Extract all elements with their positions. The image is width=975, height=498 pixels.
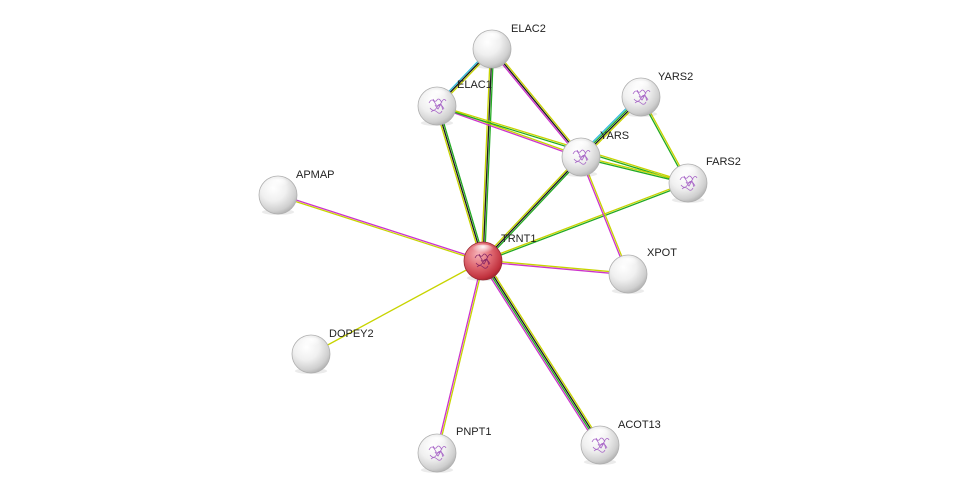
node-label-fars2: FARS2: [706, 156, 741, 168]
edge-evidence-line: [277, 193, 484, 261]
node-label-elac1: ELAC1: [457, 79, 492, 91]
edge-trnt1-fars2[interactable]: [482, 181, 689, 263]
node-fars2[interactable]: [668, 163, 708, 203]
edge-evidence-line: [483, 157, 583, 263]
node-highlight: [425, 89, 449, 102]
node-highlight: [425, 436, 449, 449]
node-highlight: [266, 178, 290, 191]
edge-evidence-line: [482, 261, 629, 276]
edge-evidence-line: [482, 48, 493, 262]
edge-trnt1-pnpt1[interactable]: [435, 260, 485, 454]
edge-evidence-line: [436, 104, 689, 183]
node-dopey2[interactable]: [291, 334, 331, 374]
node-label-apmap: APMAP: [296, 169, 335, 181]
node-label-pnpt1: PNPT1: [456, 426, 491, 438]
edge-evidence-line: [490, 49, 581, 159]
edge-evidence-line: [436, 106, 582, 159]
node-acot13[interactable]: [580, 425, 620, 465]
edge-elac2-yars[interactable]: [490, 47, 583, 159]
edge-elac1-fars2[interactable]: [436, 104, 689, 185]
edge-trnt1-elac1[interactable]: [434, 104, 486, 263]
edge-trnt1-acot13[interactable]: [480, 259, 603, 447]
node-highlight: [588, 428, 612, 441]
node-label-acot13: ACOT13: [618, 419, 661, 431]
edge-trnt1-xpot[interactable]: [482, 259, 629, 276]
edge-evidence-line: [482, 183, 689, 263]
edge-yars-xpot[interactable]: [579, 156, 630, 275]
edge-evidence-line: [484, 259, 603, 445]
edge-evidence-line: [436, 106, 689, 185]
node-highlight: [480, 32, 504, 45]
node-yars2[interactable]: [621, 77, 661, 117]
node-yars[interactable]: [561, 137, 601, 177]
node-label-yars: YARS: [600, 130, 629, 142]
edge-evidence-line: [480, 261, 599, 447]
edge-evidence-line: [481, 155, 581, 261]
edge-evidence-line: [482, 259, 629, 274]
node-highlight: [471, 244, 495, 257]
node-elac2[interactable]: [472, 29, 512, 69]
node-label-xpot: XPOT: [647, 247, 677, 259]
node-highlight: [569, 140, 593, 153]
edge-evidence-line: [480, 48, 492, 262]
node-label-trnt1: TRNT1: [501, 233, 536, 245]
edge-evidence-line: [491, 48, 582, 158]
edge-evidence-line: [435, 260, 483, 454]
node-label-dopey2: DOPEY2: [329, 328, 374, 340]
edge-trnt1-apmap[interactable]: [277, 193, 484, 263]
node-trnt1[interactable]: [463, 241, 503, 281]
node-pnpt1[interactable]: [417, 433, 457, 473]
edge-evidence-line: [482, 156, 582, 262]
node-label-yars2: YARS2: [658, 71, 693, 83]
node-xpot[interactable]: [608, 254, 648, 294]
edge-evidence-line: [436, 105, 484, 262]
edge-evidence-line: [483, 259, 602, 446]
edge-evidence-line: [482, 181, 689, 261]
edge-evidence-line: [481, 260, 600, 447]
edge-evidence-line: [277, 195, 484, 263]
edge-evidence-line: [437, 260, 485, 454]
node-highlight: [616, 257, 640, 270]
edge-trnt1-yars[interactable]: [481, 155, 583, 263]
edge-evidence-line: [579, 156, 628, 275]
node-elac1[interactable]: [417, 86, 457, 126]
node-highlight: [299, 337, 323, 350]
edge-evidence-line: [437, 104, 486, 262]
edge-evidence-line: [434, 105, 483, 263]
edge-trnt1-dopey2[interactable]: [310, 260, 484, 355]
edge-evidence-line: [483, 48, 495, 262]
edge-evidence-line: [310, 260, 484, 355]
node-highlight: [629, 80, 653, 93]
edge-trnt1-elac2[interactable]: [480, 48, 495, 262]
node-label-elac2: ELAC2: [511, 23, 546, 35]
edge-evidence-line: [492, 47, 583, 157]
edge-evidence-line: [581, 156, 630, 275]
node-apmap[interactable]: [258, 175, 298, 215]
node-highlight: [676, 166, 700, 179]
